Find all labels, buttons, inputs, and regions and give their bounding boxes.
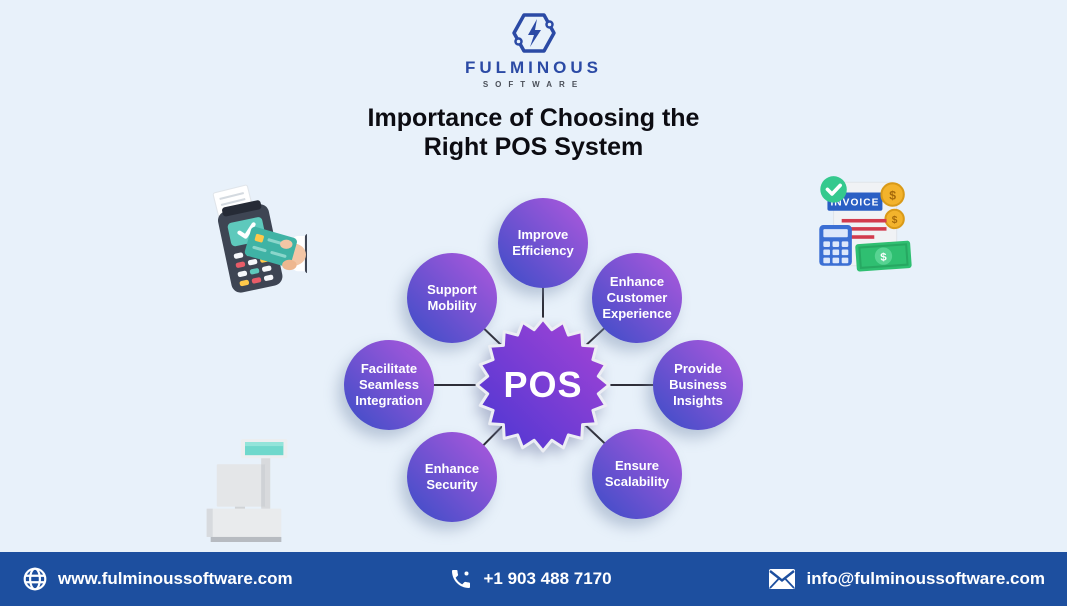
page-title-line1: Importance of Choosing the <box>367 104 700 132</box>
envelope-icon <box>769 569 796 589</box>
globe-icon <box>23 567 47 591</box>
node-label: Enhance Customer Experience <box>602 273 672 322</box>
pos-starburst-shape <box>475 317 611 453</box>
page-title: Importance of Choosing the Right POS Sys… <box>0 104 1067 162</box>
node-label: Improve Efficiency <box>512 226 574 258</box>
footer-website-text: www.fulminoussoftware.com <box>58 569 293 588</box>
footer-website[interactable]: www.fulminoussoftware.com <box>22 566 293 592</box>
invoice-label: INVOICE <box>830 198 879 209</box>
footer-phone-text: +1 903 488 7170 <box>483 569 612 588</box>
brand-name: FULMINOUS <box>464 58 603 77</box>
node-label: Provide Business Insights <box>669 360 727 409</box>
phone-icon <box>452 570 471 588</box>
footer-email-text: info@fulminoussoftware.com <box>806 569 1045 588</box>
footer-bar: www.fulminoussoftware.com +1 903 488 717… <box>0 552 1067 606</box>
node-label: Facilitate Seamless Integration <box>355 360 423 409</box>
pos-starburst <box>475 317 611 453</box>
coin-dollar-symbol: $ <box>892 215 898 226</box>
footer-phone[interactable]: +1 903 488 7170 <box>449 567 612 591</box>
node-ensure-scalability: Ensure Scalability <box>592 429 682 519</box>
node-support-mobility: Support Mobility <box>407 253 497 343</box>
node-enhance-security: Enhance Security <box>407 432 497 522</box>
footer-email[interactable]: info@fulminoussoftware.com <box>768 568 1045 590</box>
node-label: Support Mobility <box>427 281 477 313</box>
pos-center-label: POS <box>503 364 583 405</box>
node-facilitate-seamless-integration: Facilitate Seamless Integration <box>344 340 434 430</box>
node-enhance-customer-experience: Enhance Customer Experience <box>592 253 682 343</box>
page-title-line2: Right POS System <box>423 133 644 161</box>
brand-logo: FULMINOUS SOFTWARE <box>0 10 1067 89</box>
coin-dollar-symbol: $ <box>889 189 896 203</box>
cash-register-icon <box>206 439 288 542</box>
card-payment-terminal-icon <box>212 184 307 293</box>
lightning-hexagon-icon <box>511 13 556 53</box>
node-label: Ensure Scalability <box>604 457 670 489</box>
banknote-dollar-symbol: $ <box>880 251 888 263</box>
brand-tagline: SOFTWARE <box>482 80 585 89</box>
node-provide-business-insights: Provide Business Insights <box>653 340 743 430</box>
node-improve-efficiency: Improve Efficiency <box>498 198 588 288</box>
node-label: Enhance Security <box>424 460 480 492</box>
invoice-icon: INVOICE $ $ $ <box>819 176 912 272</box>
